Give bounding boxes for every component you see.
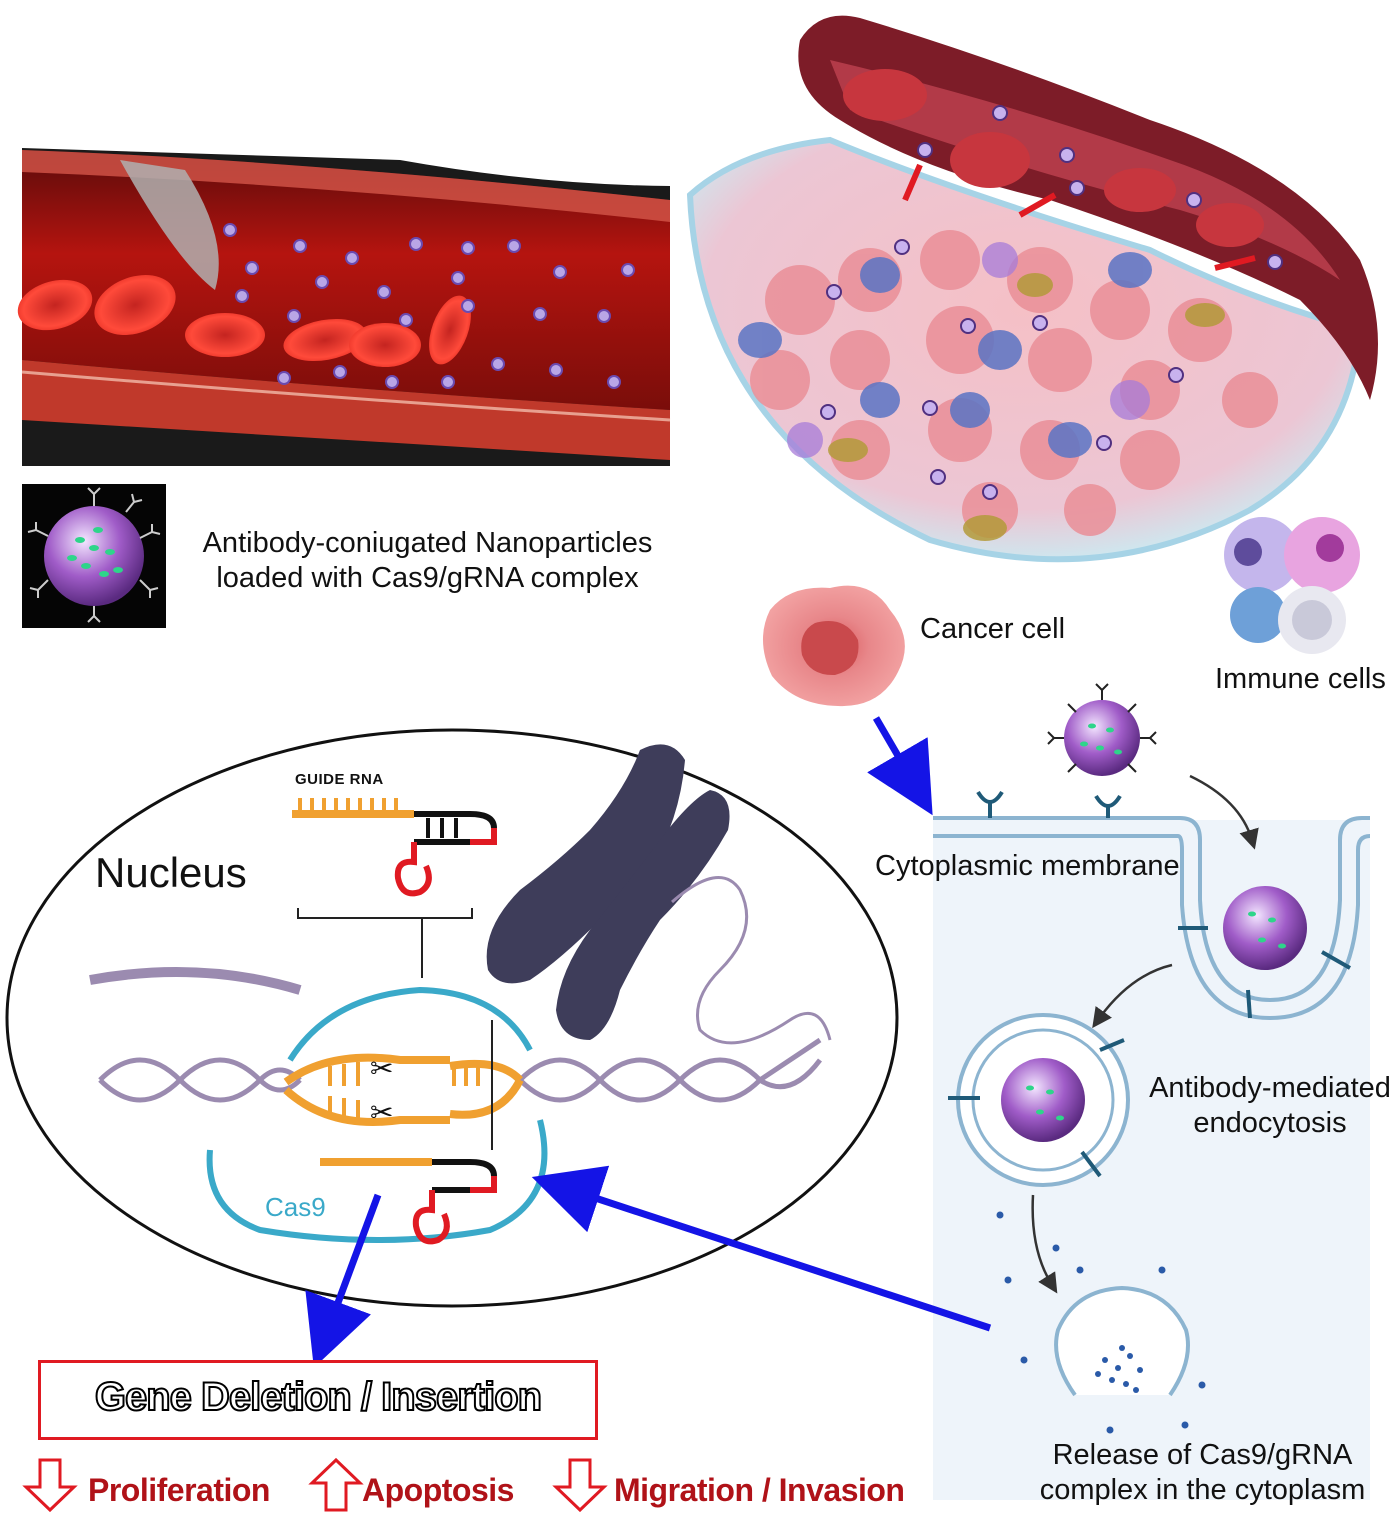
guide-rna-label: GUIDE RNA bbox=[295, 771, 384, 788]
arrow-nucleus-to-outcome bbox=[305, 1193, 382, 1368]
chromosome-icon bbox=[486, 744, 730, 1040]
cas9-label: Cas9 bbox=[265, 1192, 326, 1222]
nucleus-title: Nucleus bbox=[95, 849, 247, 896]
scissors-icon: ✂ bbox=[370, 1096, 393, 1129]
endosome-vesicle bbox=[948, 1013, 1130, 1187]
release-line-2: complex in the cytoplasm bbox=[1039, 1473, 1366, 1506]
nanoparticle-invaginating bbox=[1178, 886, 1351, 1019]
dna-helix bbox=[89, 967, 822, 1150]
receptor-icons bbox=[976, 790, 1122, 818]
tumor-microenvironment bbox=[686, 15, 1378, 563]
immune-cells-icon bbox=[1224, 517, 1360, 654]
endocytosis-label: Antibody-mediated endocytosis bbox=[1140, 1071, 1400, 1141]
up-arrow-icon bbox=[308, 1457, 364, 1512]
nanoparticle-legend-icon bbox=[22, 484, 166, 628]
guide-rna-icon bbox=[292, 798, 497, 897]
release-label: Release of Cas9/gRNA complex in the cyto… bbox=[1010, 1438, 1395, 1508]
cancer-cell-icon bbox=[762, 585, 905, 707]
blood-vessel-panel bbox=[17, 148, 671, 466]
arrow-release-to-nucleus bbox=[531, 1165, 992, 1332]
gene-edit-label: Gene Deletion / Insertion bbox=[94, 1374, 543, 1420]
legend-line-1: Antibody-coniugated Nanoparticles bbox=[202, 527, 653, 559]
immune-cells-label: Immune cells bbox=[1215, 663, 1386, 695]
guide-rna-bound bbox=[320, 1158, 497, 1245]
effect-migration-invasion: Migration / Invasion bbox=[614, 1472, 905, 1508]
release-line-1: Release of Cas9/gRNA bbox=[1052, 1439, 1353, 1471]
effect-proliferation: Proliferation bbox=[88, 1472, 270, 1508]
endocytosis-line-1: Antibody-mediated bbox=[1149, 1072, 1391, 1104]
down-arrow-icon bbox=[552, 1458, 608, 1513]
down-arrow-icon bbox=[22, 1458, 78, 1513]
scissors-icon: ✂ bbox=[370, 1052, 393, 1085]
cancer-cell-label: Cancer cell bbox=[920, 613, 1066, 645]
arrow-cancer-to-membrane bbox=[867, 716, 933, 816]
legend-line-2: loaded with Cas9/gRNA complex bbox=[216, 561, 639, 594]
effect-apoptosis: Apoptosis bbox=[362, 1472, 514, 1508]
cytoplasmic-membrane bbox=[933, 816, 1371, 1021]
endocytosis-line-2: endocytosis bbox=[1193, 1106, 1347, 1139]
nanoparticle-approaching bbox=[1047, 683, 1157, 776]
cytoplasmic-membrane-label: Cytoplasmic membrane bbox=[875, 850, 1180, 882]
nanoparticle-legend-label: Antibody-coniugated Nanoparticles loaded… bbox=[170, 526, 685, 596]
release-vesicle bbox=[996, 1211, 1206, 1434]
gene-edit-box: Gene Deletion / Insertion bbox=[38, 1360, 598, 1440]
